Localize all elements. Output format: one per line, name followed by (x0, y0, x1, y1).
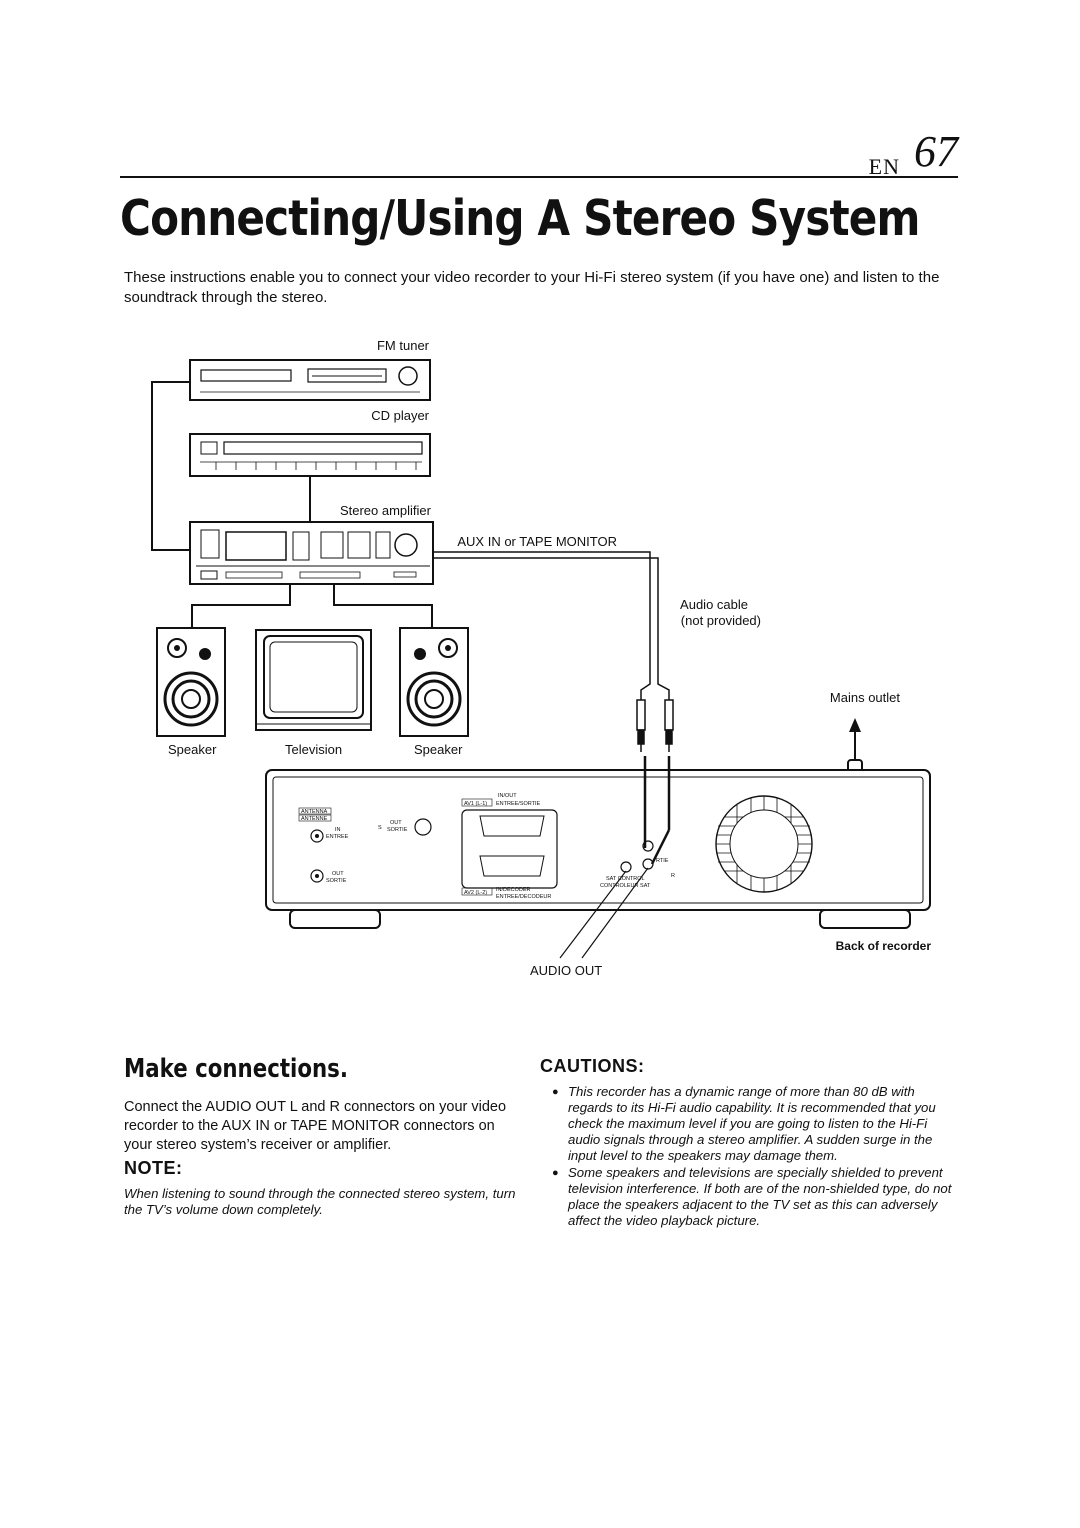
fm-tuner (189, 359, 431, 401)
cautions-list: ● This recorder has a dynamic range of m… (536, 1084, 960, 1230)
back-of-recorder-label: Back of recorder (836, 939, 932, 953)
sat-control-label: SAT CONTROL (606, 876, 645, 882)
bullet-icon: ● (552, 1086, 559, 1098)
cd-player (189, 433, 431, 477)
make-connections-body: Connect the AUDIO OUT L and R connectors… (124, 1099, 507, 1153)
cautions-title: CAUTIONS: (540, 1056, 645, 1076)
fm-tuner-label: FM tuner (377, 338, 430, 353)
note-title: NOTE: (124, 1158, 183, 1178)
stereo-amplifier-label: Stereo amplifier (340, 503, 432, 518)
av2-in-decoder-label: IN/DECODER (496, 887, 531, 893)
antenna-sortie-label: SORTIE (326, 878, 347, 884)
s-video-sortie-label: SORTIE (387, 827, 408, 833)
cable-to-recorder (643, 770, 671, 865)
recorder-back-panel: ANTENNA ANTENNE IN ENTREE OUT SORTIE S O… (265, 769, 931, 929)
caution-item: ● This recorder has a dynamic range of m… (536, 1084, 960, 1164)
fan-grille (715, 795, 813, 893)
page-title: Connecting/Using A Stereo System (120, 190, 920, 247)
av2-label: AV2 (L-2) (464, 890, 487, 896)
audio-cable-note: (not provided) (681, 613, 761, 628)
right-speaker (399, 627, 469, 737)
page-number: 67 (914, 127, 958, 176)
controleur-sat-label: CONTROLEUR SAT (600, 883, 651, 889)
antenna-label: ANTENNA (301, 809, 328, 815)
audio-out-sortie-label: RTIE (656, 858, 669, 864)
audio-cable-label: Audio cable (680, 597, 748, 612)
television (255, 629, 372, 731)
antenna-out-label: OUT (332, 871, 344, 877)
stereo-amplifier (189, 521, 434, 585)
audio-out-pointer (559, 867, 649, 959)
aux-in-label: AUX IN or TAPE MONITOR (457, 534, 617, 549)
connection-diagram: FM tuner CD player Stereo amplifier A (151, 338, 932, 978)
make-connections-title: Make connections. (124, 1054, 348, 1084)
caution-text: Some speakers and televisions are specia… (568, 1165, 952, 1228)
av1-entree-sortie-label: ENTREE/SORTIE (496, 801, 541, 807)
caution-text: This recorder has a dynamic range of mor… (568, 1084, 936, 1163)
audio-out-label: AUDIO OUT (530, 963, 602, 978)
s-video-out-label: OUT (390, 820, 402, 826)
language-tag: EN (868, 154, 900, 179)
antenna-in-label: IN (335, 827, 341, 833)
intro-paragraph: These instructions enable you to connect… (124, 269, 940, 306)
amp-right-speaker-wire (333, 585, 433, 628)
antenna-entree-label: ENTREE (326, 834, 349, 840)
caution-item: ● Some speakers and televisions are spec… (536, 1165, 960, 1229)
av1-in-out-label: IN/OUT (498, 793, 517, 799)
audio-out-r-label: R (671, 873, 675, 879)
tuner-amp-wire (151, 381, 190, 551)
av2-entree-decodeur-label: ENTREE/DECODEUR (496, 894, 551, 900)
right-speaker-label: Speaker (414, 742, 463, 757)
page-header: EN 67 (120, 127, 958, 179)
note-text: When listening to sound through the conn… (124, 1186, 516, 1217)
television-label: Television (285, 742, 342, 757)
av1-label: AV1 (L-1) (464, 801, 487, 807)
s-video-s-label: S (378, 825, 382, 831)
bullet-icon: ● (552, 1167, 559, 1179)
antenne-label: ANTENNE (301, 816, 328, 822)
amp-left-speaker-wire (191, 585, 291, 628)
cd-player-label: CD player (371, 408, 429, 423)
left-speaker-label: Speaker (168, 742, 217, 757)
left-speaker (156, 627, 226, 737)
mains-outlet-label: Mains outlet (830, 690, 900, 705)
header-rule (120, 176, 958, 178)
